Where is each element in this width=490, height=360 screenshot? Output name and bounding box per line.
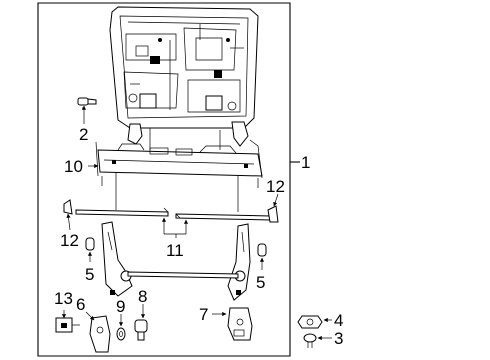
callout-labels: 1 2 10 12 12 11 5 5 13 6 9 8 7 4 3 — [54, 125, 343, 348]
callout-4: 4 — [334, 311, 343, 330]
callout-1: 1 — [301, 153, 310, 172]
back-hinge-brackets — [127, 121, 249, 150]
callout-11: 11 — [166, 241, 184, 260]
bolt-2 — [77, 97, 97, 106]
callout-9: 9 — [116, 297, 125, 316]
callout-12-left: 12 — [60, 231, 79, 250]
callout-12-right: 12 — [266, 177, 285, 196]
callout-5-right: 5 — [256, 273, 265, 292]
left-riser-bracket — [101, 221, 133, 297]
washer-9 — [116, 327, 126, 341]
callout-13: 13 — [54, 289, 73, 308]
seat-cushion-crossbar — [95, 139, 263, 212]
bolt-8 — [134, 319, 148, 341]
floor-bracket-7 — [227, 307, 253, 341]
screw-3 — [303, 333, 317, 348]
spacers — [85, 237, 267, 257]
floor-bracket-6 — [89, 315, 111, 353]
rod-end-caps — [63, 199, 279, 223]
callout-6: 6 — [76, 295, 85, 314]
callout-7: 7 — [199, 305, 208, 324]
callout-5-left: 5 — [85, 265, 94, 284]
assembly-boundary — [37, 2, 300, 357]
latch-bracket — [55, 317, 80, 333]
front-rod-assembly — [75, 207, 271, 221]
callout-2: 2 — [79, 125, 88, 144]
right-riser-bracket — [227, 223, 251, 301]
seat-back-frame — [109, 6, 259, 129]
leader-lines — [61, 105, 332, 341]
nut-4 — [297, 315, 323, 329]
callout-3: 3 — [334, 329, 343, 348]
callout-10: 10 — [64, 157, 83, 176]
lower-connecting-rod — [127, 271, 239, 279]
callout-8: 8 — [138, 287, 147, 306]
